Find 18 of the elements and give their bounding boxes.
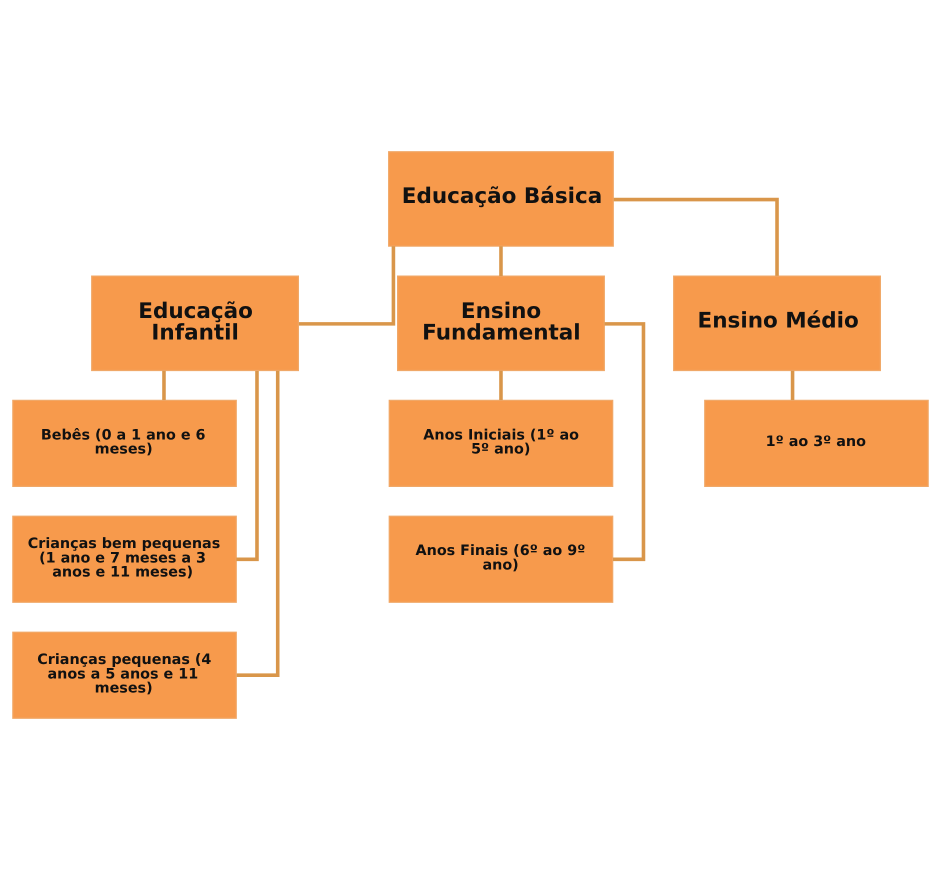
node-box: Educação Infantil <box>91 274 300 371</box>
node-box: Ensino Médio <box>673 274 881 371</box>
connector <box>790 370 794 400</box>
connector <box>236 370 280 676</box>
connector <box>499 370 503 400</box>
node-box: Anos Iniciais (1º ao 5º ano) <box>388 399 614 486</box>
node-box: Crianças pequenas (4 anos a 5 anos e 11 meses) <box>12 631 237 718</box>
connector <box>614 197 779 276</box>
node-box: Bebês (0 a 1 ano e 6 meses) <box>12 399 237 486</box>
connector <box>162 370 166 400</box>
node-box: Educação Básica <box>388 150 614 246</box>
connector <box>499 246 503 276</box>
node-box: 1º ao 3º ano <box>704 399 929 486</box>
connector <box>604 322 646 561</box>
node-box: Crianças bem pequenas (1 ano e 7 meses a 3 anos e 11 meses) <box>12 515 237 602</box>
node-box: Anos Finais (6º ao 9º ano) <box>388 515 614 602</box>
connector <box>298 246 396 326</box>
node-box: Ensino Fundamental <box>397 274 605 371</box>
